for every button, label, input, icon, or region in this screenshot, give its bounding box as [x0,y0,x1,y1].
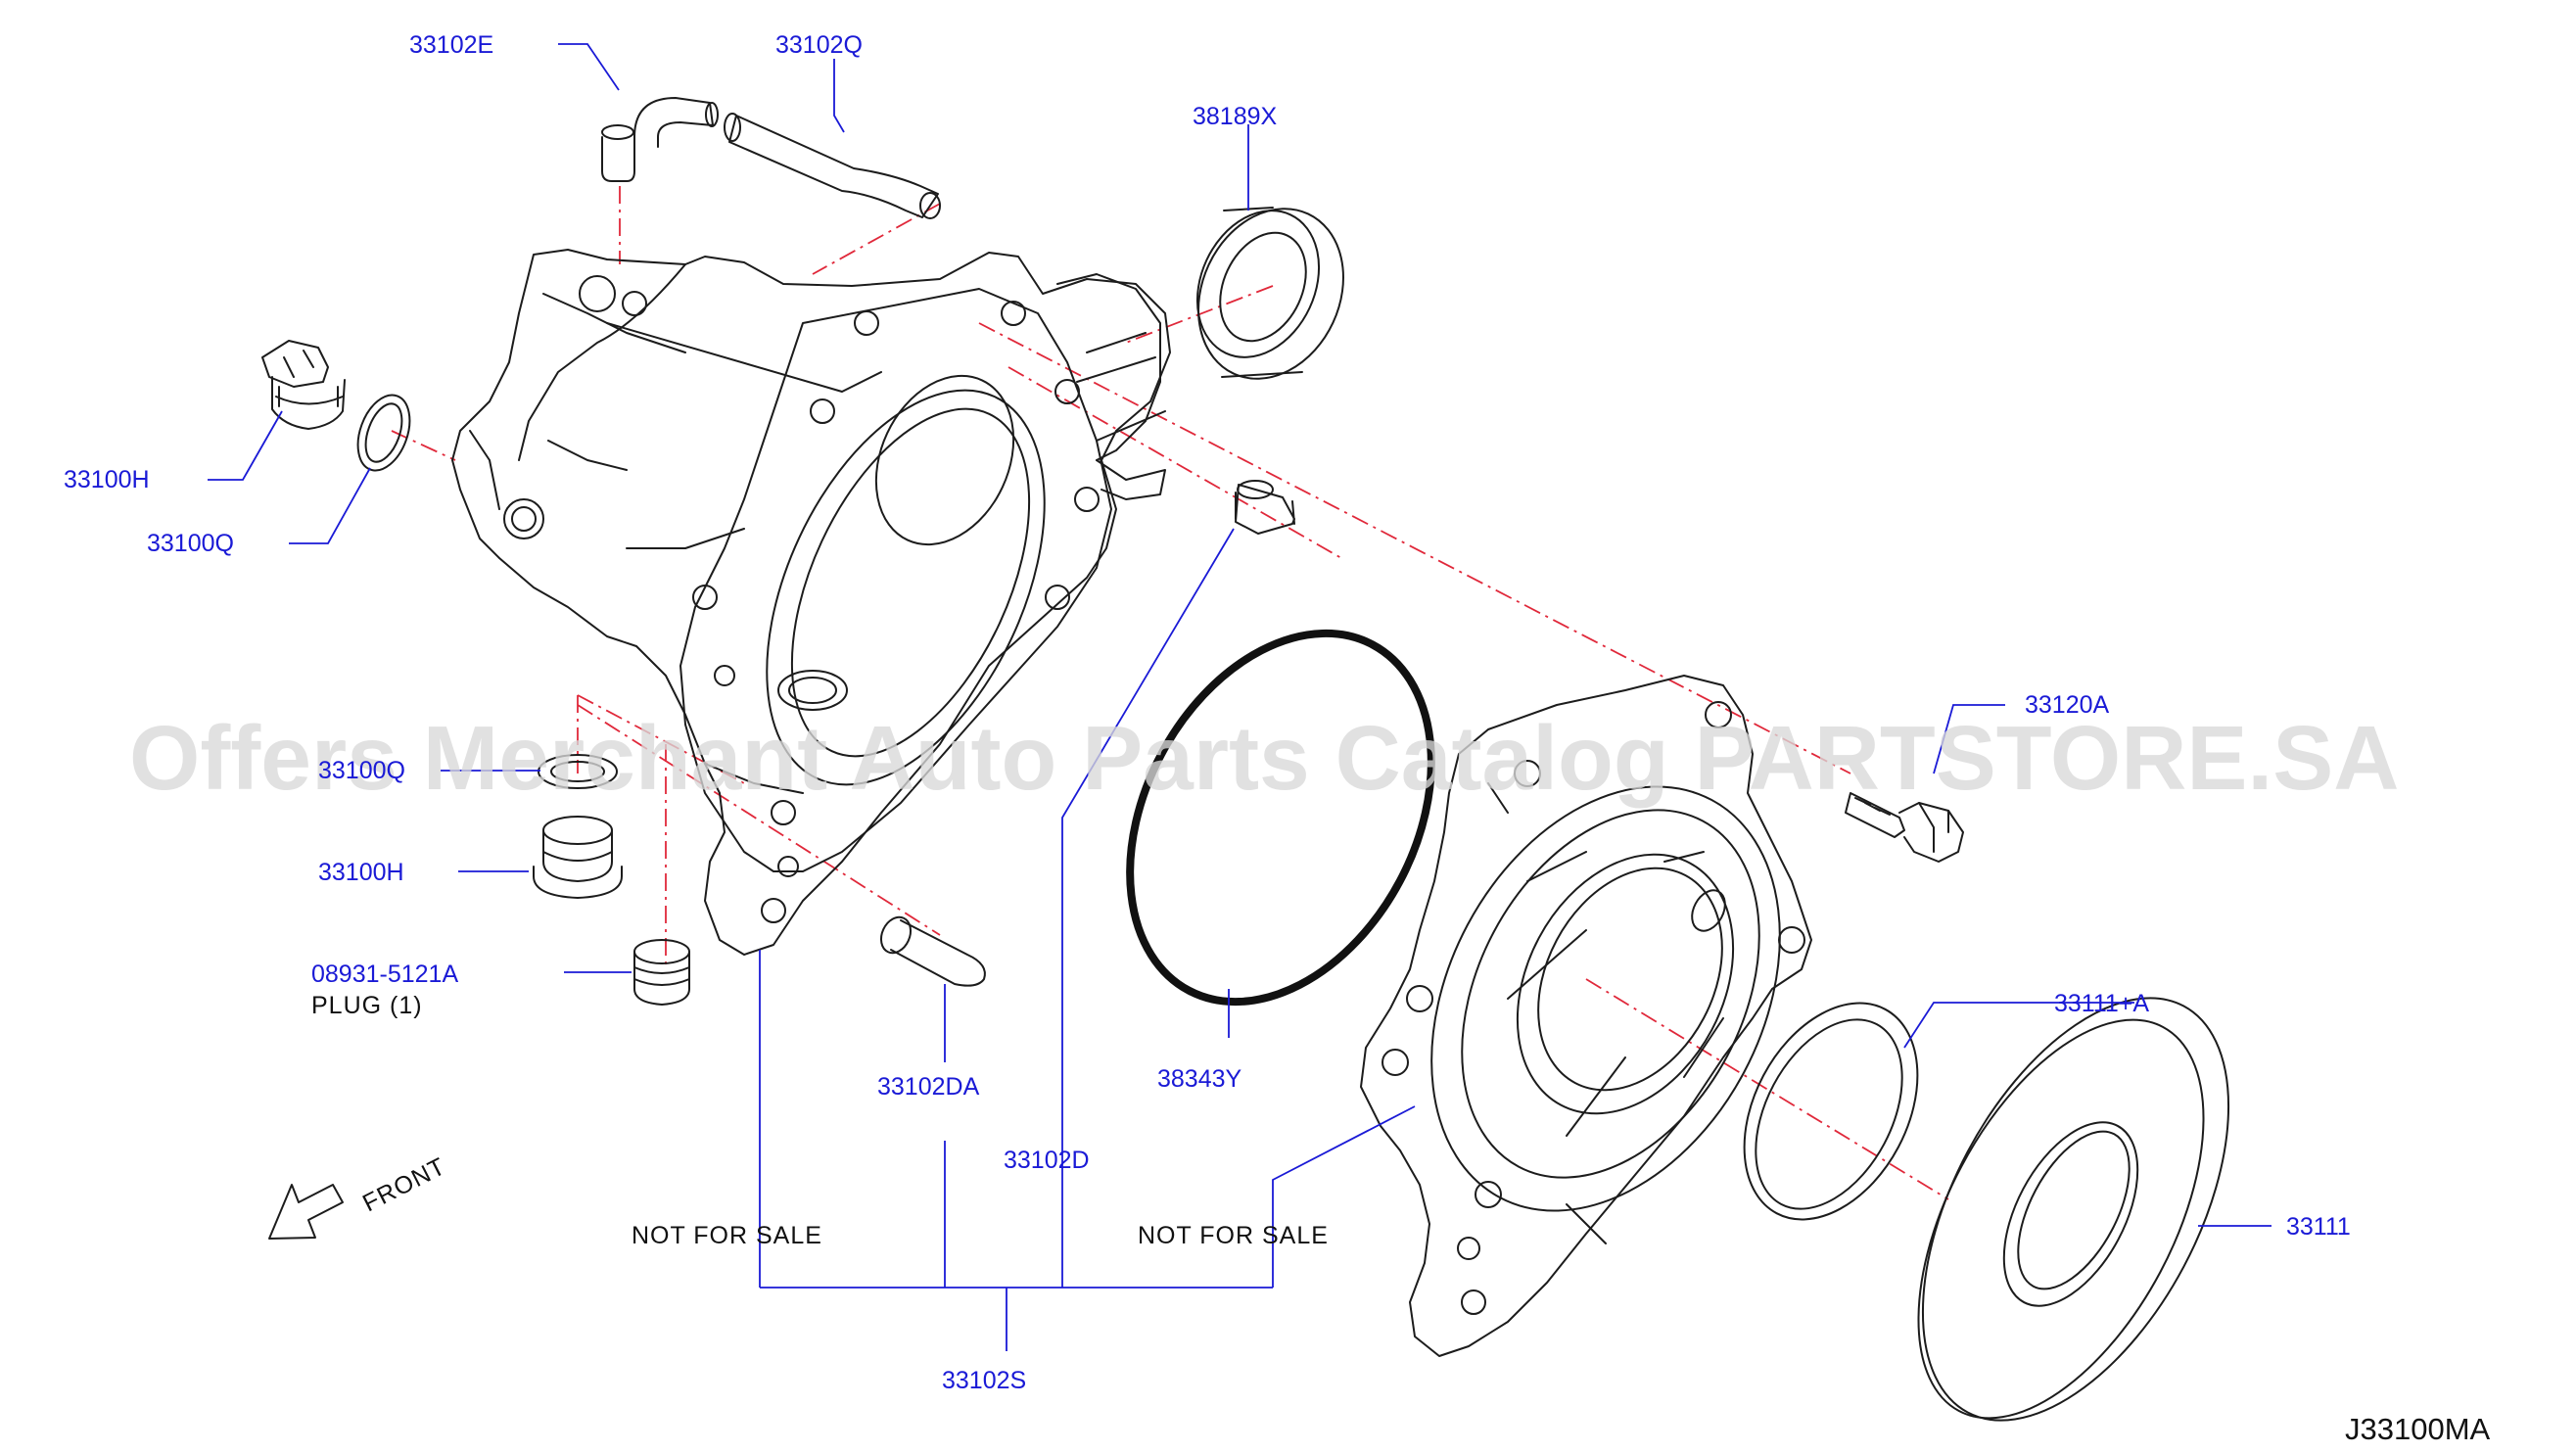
fill-plug-33100H-mid [533,816,623,899]
washer-33100Q-top [356,394,411,472]
watermark: Offers Merchant Auto Parts Catalog PARTS… [129,707,2399,809]
not-for-sale-right: NOT FOR SALE [1138,1222,1329,1249]
snap-ring-33111-A [1743,1002,1919,1221]
not-for-sale-left: NOT FOR SALE [632,1222,822,1249]
bolt-33120A [1845,792,1964,863]
transfer-case-housing [451,249,1171,956]
plug-note: PLUG (1) [311,992,423,1019]
washer-33100Q-mid [538,754,618,789]
rear-adapter-housing [1360,675,1812,1357]
oil-seal-33111 [1917,997,2230,1422]
callout-33102Q[interactable]: 33102Q [775,31,863,59]
callout-33100Q-top[interactable]: 33100Q [147,530,234,557]
breather-hose-33102Q [724,113,941,219]
seal-38189X [1195,207,1344,380]
breather-elbow-33102E [601,97,719,182]
callout-33100Q-mid[interactable]: 33100Q [318,757,405,784]
callout-08931-5121A[interactable]: 08931-5121A [311,961,458,988]
front-label: FRONT [358,1152,450,1217]
callout-33111[interactable]: 33111 [2286,1213,2351,1241]
callout-33102E[interactable]: 33102E [409,31,493,59]
drain-plug-33100H-top [261,340,346,430]
dowel-pin-33102DA [879,915,986,987]
o-ring-38343Y [1126,629,1435,1007]
callout-33100H-top[interactable]: 33100H [64,466,150,493]
leader-lines [208,43,2272,1351]
diagram-code: J33100MA [2345,1412,2491,1446]
callout-33100H-mid[interactable]: 33100H [318,859,404,886]
callout-33102S[interactable]: 33102S [942,1367,1026,1394]
callout-33102DA[interactable]: 33102DA [877,1073,980,1101]
plug-08931-5121A [633,939,690,1006]
callout-33120A[interactable]: 33120A [2025,691,2110,719]
centerlines [391,186,1949,1200]
dowel-pin-33102D [1235,480,1295,535]
callout-38343Y[interactable]: 38343Y [1157,1065,1242,1093]
callout-33111-A[interactable]: 33111+A [2054,990,2149,1017]
callout-33102D[interactable]: 33102D [1004,1147,1090,1174]
callout-38189X[interactable]: 38189X [1193,103,1278,130]
front-arrow-icon [268,1184,344,1240]
